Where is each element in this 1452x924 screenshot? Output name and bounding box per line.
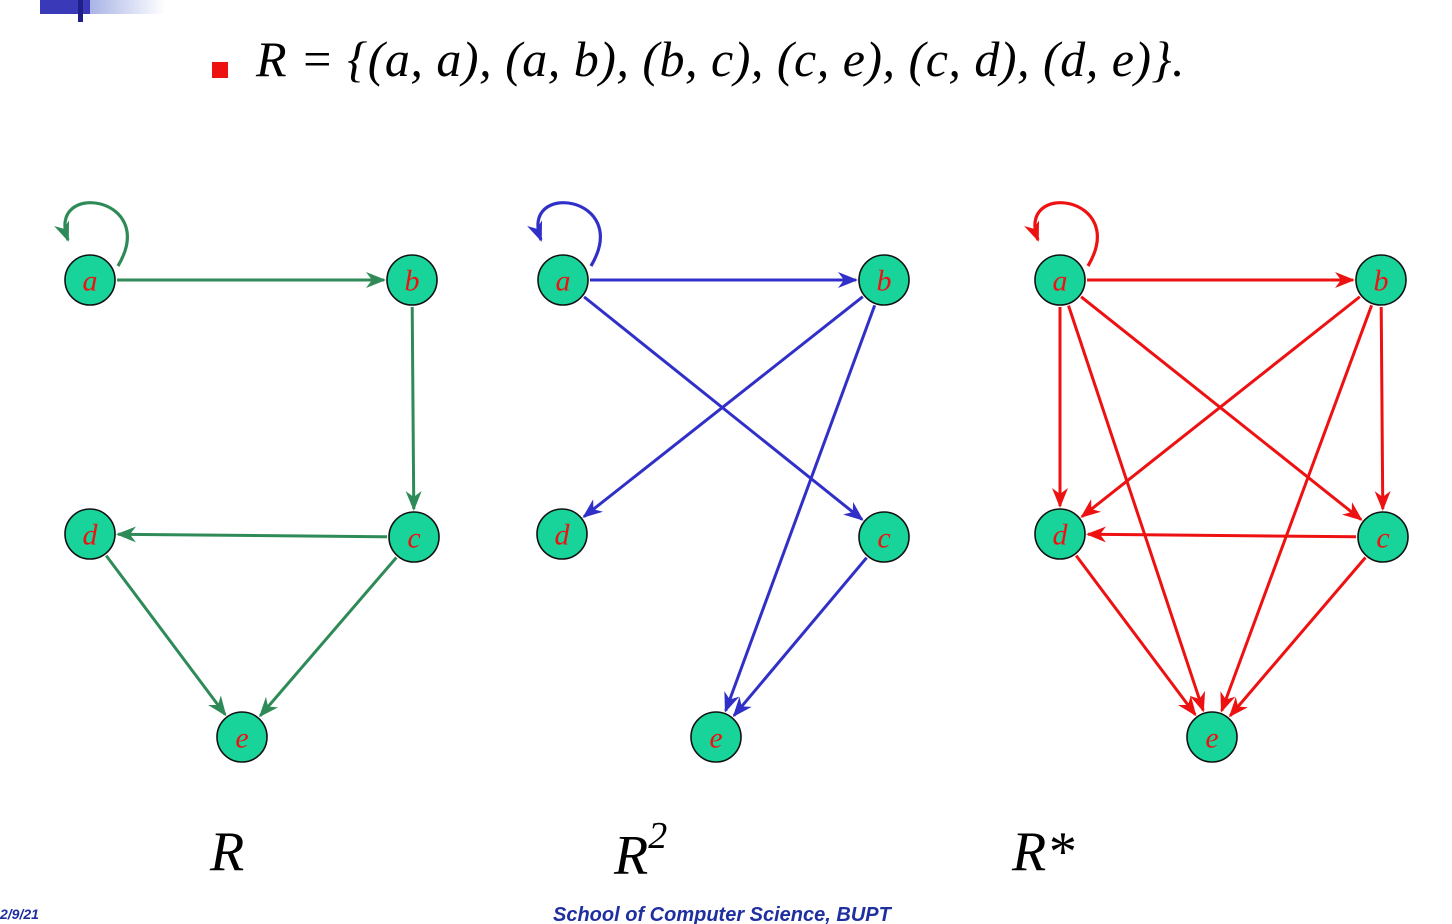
node-label-R-b: b	[405, 265, 420, 298]
node-R-c: c	[388, 511, 440, 563]
relation-definition: R = {(a, a), (a, b), (b, c), (c, e), (c,…	[256, 31, 1186, 87]
corner-tick	[78, 0, 83, 22]
node-Rstar-d: d	[1034, 508, 1086, 560]
edge-R-c-d	[115, 526, 388, 543]
node-label-R2-c: c	[877, 522, 890, 555]
node-Rstar-c: c	[1357, 511, 1409, 563]
caption-Rstar: R*	[1012, 821, 1075, 883]
node-R2-d: d	[536, 508, 588, 560]
node-R2-c: c	[858, 511, 910, 563]
node-Rstar-b: b	[1355, 254, 1407, 306]
edge-R-d-e	[104, 554, 227, 717]
node-R2-a: a	[537, 254, 589, 306]
graph-R2: a b c d e	[527, 201, 910, 763]
node-label-Rstar-e: e	[1205, 722, 1218, 755]
edge-Rstar-b-e	[1220, 304, 1374, 713]
node-R-d: d	[64, 508, 116, 560]
edge-Rstar-c-e	[1228, 556, 1367, 718]
node-label-Rstar-d: d	[1053, 519, 1069, 552]
edge-R2-c-e	[732, 556, 868, 718]
node-Rstar-a: a	[1034, 254, 1086, 306]
node-label-R-d: d	[83, 519, 99, 552]
node-label-Rstar-a: a	[1053, 265, 1068, 298]
edge-Rstar-d-e	[1074, 554, 1197, 717]
node-label-R2-d: d	[555, 519, 571, 552]
edge-Rstar-b-c	[1374, 306, 1391, 512]
node-R-b: b	[386, 254, 438, 306]
node-label-Rstar-c: c	[1376, 522, 1389, 555]
node-label-R-a: a	[83, 265, 98, 298]
footer-school: School of Computer Science, BUPT	[553, 904, 891, 924]
edge-R-a-a	[54, 201, 129, 267]
graph-Rstar: a b c d e	[1024, 201, 1409, 763]
node-R2-b: b	[858, 254, 910, 306]
edge-R2-b-d	[582, 295, 864, 518]
node-label-R2-e: e	[709, 722, 722, 755]
edge-R-c-e	[258, 556, 398, 718]
caption-R: R	[210, 821, 245, 883]
corner-bar	[40, 0, 90, 14]
edge-R2-a-a	[527, 201, 602, 267]
edge-Rstar-b-d	[1080, 295, 1361, 518]
caption-R2: R2	[614, 815, 668, 887]
edge-R-b-c	[405, 306, 422, 512]
corner-bar-fade	[90, 0, 165, 14]
node-label-R2-b: b	[877, 265, 892, 298]
edge-Rstar-c-d	[1085, 526, 1357, 543]
edge-Rstar-a-e	[1067, 305, 1206, 713]
footer-date: 2/9/21	[0, 906, 39, 922]
node-Rstar-e: e	[1186, 711, 1238, 763]
node-label-R-e: e	[235, 722, 248, 755]
bullet-square	[212, 62, 228, 78]
node-R-e: e	[216, 711, 268, 763]
node-label-R2-a: a	[556, 265, 571, 298]
edge-Rstar-a-a	[1024, 201, 1099, 267]
graph-R: a b c d e	[54, 201, 440, 763]
node-R-a: a	[64, 254, 116, 306]
node-R2-e: e	[690, 711, 742, 763]
node-label-R-c: c	[407, 522, 420, 555]
edge-R2-b-e	[724, 304, 877, 713]
node-label-Rstar-b: b	[1374, 265, 1389, 298]
